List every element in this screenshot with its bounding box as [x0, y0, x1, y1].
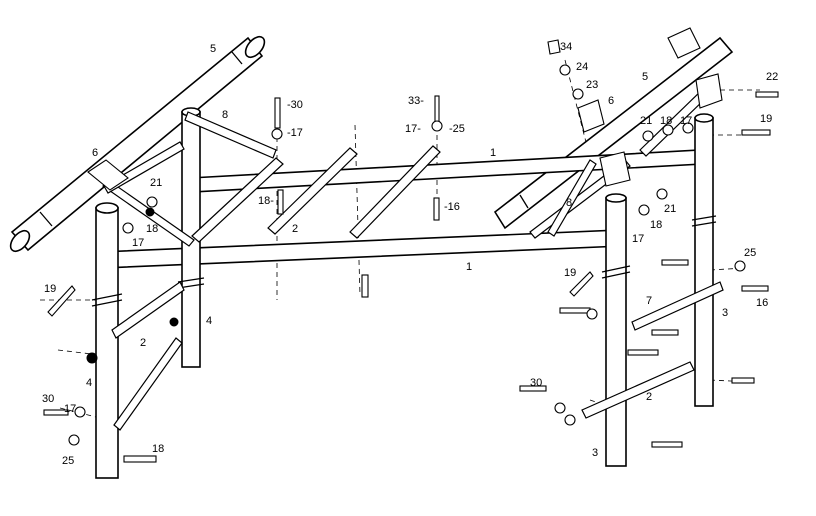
part-label: 17- [405, 123, 421, 135]
part-label: 1 [466, 261, 472, 273]
leg-front-right [605, 193, 627, 467]
part-label: 18 [152, 443, 164, 455]
part-label: 18 [146, 223, 158, 235]
part-label: 4 [206, 315, 212, 327]
x-support-right [547, 89, 709, 237]
part-label: 21 [664, 203, 676, 215]
part-label: 22 [766, 71, 778, 83]
part-label: -16 [444, 201, 460, 213]
part-label: 30 [530, 377, 542, 389]
part-label: 16 [756, 297, 768, 309]
part-label: 17 [632, 233, 644, 245]
part-label: 3 [592, 447, 598, 459]
part-label: 5 [642, 71, 648, 83]
part-label: 21 [150, 177, 162, 189]
part-label: 25 [744, 247, 756, 259]
leg-front-left [95, 202, 119, 479]
top-cross-braces [191, 145, 631, 243]
rail-tube-right [493, 36, 734, 230]
bracket-hardware [87, 27, 723, 191]
part-label: 19 [44, 283, 56, 295]
part-label: -30 [287, 99, 303, 111]
part-label: -25 [449, 123, 465, 135]
part-label: 17 [132, 237, 144, 249]
part-label: 19 [760, 113, 772, 125]
part-label: 6 [608, 95, 614, 107]
bolts [43, 91, 779, 463]
part-label: 6 [92, 147, 98, 159]
rail-tube-left [9, 35, 266, 253]
part-labels: 5 8 -30 -17 6 21 18 17 18- 2 33- 17- -25… [42, 41, 778, 467]
part-label: 7 [646, 295, 652, 307]
part-label: 8 [222, 109, 228, 121]
side-braces-right [581, 281, 724, 419]
part-label: 1 [490, 147, 496, 159]
leg-back-right [694, 113, 714, 407]
part-label: 17 [64, 403, 76, 415]
part-label: 30 [42, 393, 54, 405]
part-label: 19 [564, 267, 576, 279]
part-label: 17 [680, 115, 692, 127]
part-label: 25 [62, 455, 74, 467]
part-label: 2 [646, 391, 652, 403]
side-braces-left [111, 281, 185, 431]
part-label: 21 [640, 115, 652, 127]
nuts-washers [68, 120, 746, 446]
part-label: 18- [258, 195, 274, 207]
part-label: 5 [210, 43, 216, 55]
part-label: -17 [287, 127, 303, 139]
part-label: 18 [650, 219, 662, 231]
part-label: 2 [140, 337, 146, 349]
part-label: 8 [566, 197, 572, 209]
part-label: 23 [586, 79, 598, 91]
part-label: 34 [560, 41, 572, 53]
part-label: 33- [408, 95, 424, 107]
part-label: 3 [722, 307, 728, 319]
part-label: 24 [576, 61, 588, 73]
part-label: 18 [660, 115, 672, 127]
part-label: 4 [86, 377, 92, 389]
part-label: 2 [292, 223, 298, 235]
